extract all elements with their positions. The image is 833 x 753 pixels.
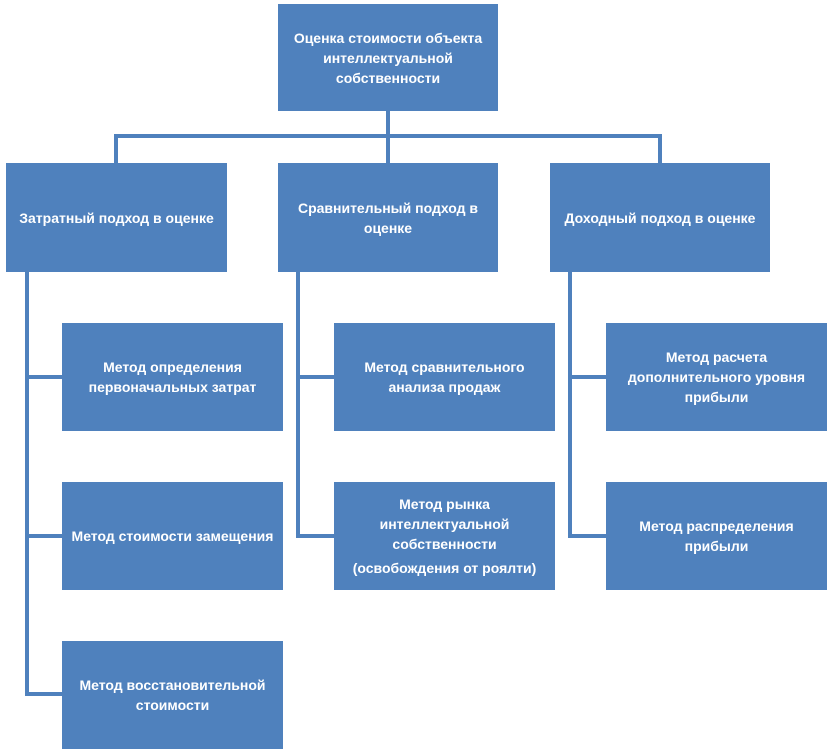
method-box-initial-costs: Метод определения первоначальных затрат bbox=[62, 323, 283, 431]
method-label-reproduction-cost: Метод восстановительной стоимости bbox=[79, 677, 266, 713]
approach-box-cost: Затратный подход в оценке bbox=[6, 163, 227, 272]
approach-label-income: Доходный подход в оценке bbox=[564, 209, 756, 226]
approach-label-comparative: Сравнительный подход в оценке bbox=[297, 199, 479, 236]
approach-label-cost: Затратный подход в оценке bbox=[19, 209, 214, 226]
method-box-profit-split: Метод распределения прибыли bbox=[606, 482, 827, 590]
method-label-replacement-cost: Метод стоимости замещения bbox=[71, 528, 274, 544]
method-label-profit-split: Метод распределения прибыли bbox=[639, 518, 794, 554]
method-box-additional-profit: Метод расчета дополнительного уровня при… bbox=[606, 323, 827, 431]
method-note-royalty-relief: (освобождения от роялти) bbox=[352, 560, 537, 576]
method-box-sales-comparison: Метод сравнительного анализа продаж bbox=[334, 323, 555, 431]
method-label-ip-market: Метод рынка интеллектуальной собственнос… bbox=[379, 496, 510, 552]
root-box: Оценка стоимости объекта интеллектуально… bbox=[278, 4, 498, 111]
approach-box-comparative: Сравнительный подход в оценке bbox=[278, 163, 498, 272]
approach-box-income: Доходный подход в оценке bbox=[550, 163, 770, 272]
method-box-reproduction-cost: Метод восстановительной стоимости bbox=[62, 641, 283, 749]
method-box-replacement-cost: Метод стоимости замещения bbox=[62, 482, 283, 590]
method-label-additional-profit: Метод расчета дополнительного уровня при… bbox=[627, 349, 806, 405]
method-label-initial-costs: Метод определения первоначальных затрат bbox=[88, 359, 257, 395]
root-label: Оценка стоимости объекта интеллектуально… bbox=[293, 29, 483, 86]
method-label-sales-comparison: Метод сравнительного анализа продаж bbox=[364, 359, 525, 395]
method-box-ip-market: Метод рынка интеллектуальной собственнос… bbox=[334, 482, 555, 590]
